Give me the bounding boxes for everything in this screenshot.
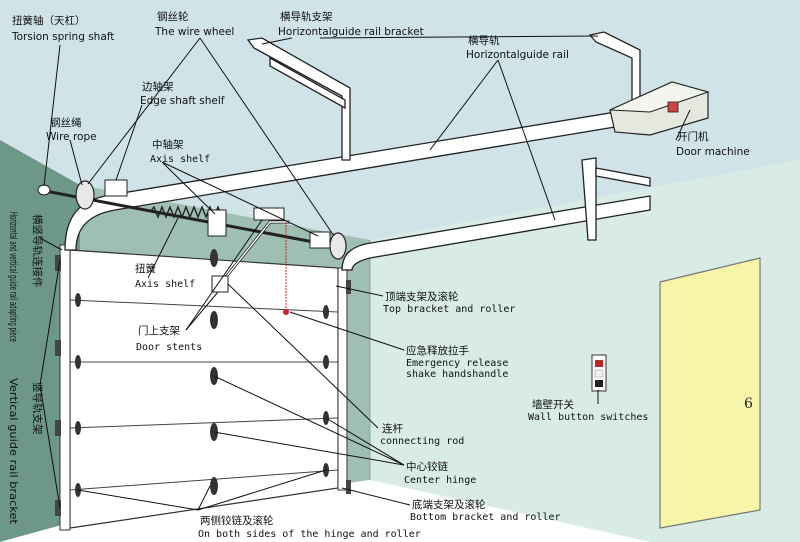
label-door-machine-en: Door machine (676, 146, 750, 158)
label-wire-wheel-en: The wire wheel (154, 26, 234, 38)
label-edge-shelf-en: Edge shaft shelf (140, 95, 225, 107)
vertical-rails (55, 244, 351, 531)
label-wire-wheel-cn: 钢丝轮 (157, 10, 189, 23)
label-rod-cn: 连杆 (382, 422, 403, 435)
label-bottom-bracket-en: Bottom bracket and roller (410, 512, 561, 523)
label-torsion-shaft-cn: 扭簧轴（天杠） (12, 14, 86, 27)
label-emergency-cn: 应急释放拉手 (406, 344, 469, 357)
label-door-machine-cn: 开门机 (677, 130, 709, 143)
label-v-bracket-en: Vertical guide rail bracket (7, 378, 19, 524)
door-opener (609, 81, 710, 136)
torsion-spring (149, 205, 223, 219)
label-wire-rope-en: Wire rope (46, 131, 97, 143)
edge-shaft-shelf (104, 179, 128, 197)
label-torsion-shaft-en: Torsion spring shaft (11, 31, 114, 43)
wire-wheel-right (329, 232, 347, 260)
panel-seam (69, 417, 339, 429)
wire-wheel-left (75, 180, 95, 210)
label-center-hinge-en: Center hinge (404, 475, 476, 486)
label-h-rail-cn: 横导轨 (468, 34, 500, 47)
label-h-rail-bracket-cn: 横导轨支架 (280, 10, 333, 23)
label-v-bracket-cn: 竖导轨支架 (31, 382, 44, 435)
label-hinge-roller-en: On both sides of the hinge and roller (198, 529, 421, 540)
emergency-release (283, 222, 289, 315)
switch-button-white (594, 369, 604, 378)
wall-switch (591, 354, 607, 392)
label-stents-en: Door stents (136, 342, 202, 353)
label-wall-switch-en: Wall button switches (528, 412, 648, 423)
leader-lines (39, 35, 691, 511)
label-rod-en: connecting rod (380, 436, 464, 447)
torsion-shaft (37, 179, 347, 260)
axis-shelf-bracket (207, 209, 227, 237)
label-hv-adapt-cn: 横竖导轨连接件 (31, 214, 44, 288)
label-edge-shelf-cn: 边轴架 (142, 80, 174, 93)
inner-door: 6 (659, 257, 761, 529)
label-center-hinge-cn: 中心铰链 (406, 460, 448, 473)
label-emergency-en2: shake handshandle (406, 369, 508, 380)
edge-shaft-shelf-right (309, 231, 331, 249)
door-number: 6 (744, 396, 753, 412)
labels: 扭簧轴（天杠） Torsion spring shaft 钢丝轮 The wir… (7, 10, 750, 540)
switch-button-red (595, 360, 603, 367)
label-top-bracket-cn: 顶端支架及滚轮 (385, 290, 459, 303)
label-hinge-roller-cn: 两侧铰链及滚轮 (200, 514, 274, 527)
label-emergency-en1: Emergency release (406, 358, 508, 369)
label-h-rail-en: Horizontalguide rail (466, 49, 569, 61)
garage-door (69, 249, 339, 529)
switch-button-black (595, 380, 603, 387)
label-hv-adapt-en: Horizontal and vertical guide rail adapt… (7, 212, 19, 342)
center-hinges (210, 249, 218, 495)
label-top-bracket-en: Top bracket and roller (383, 304, 515, 315)
panel-seam (69, 469, 339, 491)
label-bottom-bracket-cn: 底端支架及滚轮 (412, 498, 486, 511)
opener-light (667, 101, 679, 113)
label-spring-cn: 扭簧 (135, 262, 156, 275)
rail-brackets-ceiling (246, 31, 651, 241)
floor (0, 480, 650, 542)
label-h-rail-bracket-en: Horizontalguide rail bracket (278, 26, 424, 38)
label-axis-shelf-en: Axis shelf (150, 154, 210, 165)
label-axis-shelf-cn: 中轴架 (152, 138, 184, 151)
shaft-end (37, 184, 51, 196)
label-spring-en: Axis shelf (135, 279, 195, 290)
label-stents-cn: 门上支架 (138, 324, 180, 337)
panel-seam (69, 299, 339, 313)
release-handle (283, 309, 289, 315)
rail-brackets (55, 255, 351, 516)
label-wire-rope-cn: 钢丝绳 (50, 116, 82, 129)
connecting-rod (211, 207, 290, 293)
label-wall-switch-cn: 墙壁开关 (532, 398, 574, 411)
trolley (253, 207, 285, 221)
